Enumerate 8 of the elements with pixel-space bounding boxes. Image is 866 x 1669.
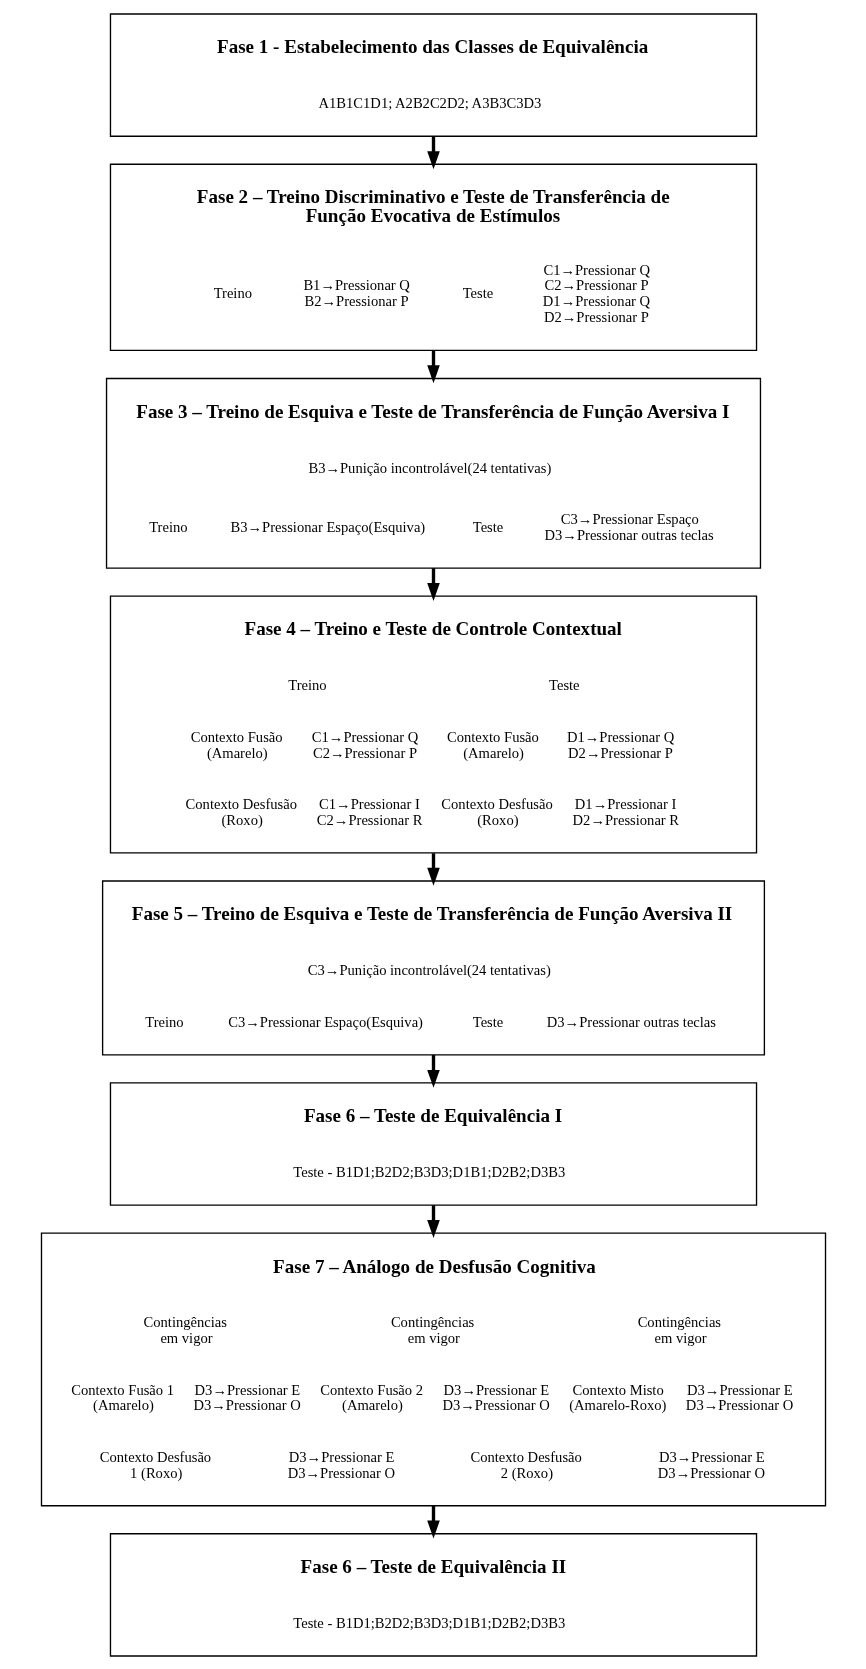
node-box: Fase 2 – Treino Discriminativo e Teste de Transferência de Função Evocativa de Estímulos Treino B1→Pressionar Q B2→Pressionar P Teste C1→Pressionar Q C2→Pressionar P D1→Pressionar Q D2→Pressionar P bbox=[109, 163, 757, 351]
node-box: Fase 7 – Análogo de Desfusão Cognitiva Contingências em vigor Contingências em vigor Contingências em vigor Contexto Fusão 1 (Amarelo) D3→Pressionar E D3→Pressionar O Contexto Fusão 2 (Amarelo) D3→Pressionar E D3→Pressionar O Contexto Misto (Amarelo-Roxo) D3→Pressionar E D3→Pressionar O Contexto Desfusão 1 (Roxo) D3→Pressionar E D3→Pressionar O Contexto Desfusão 2 (Roxo) D3→Pressionar E D3→Pressionar O bbox=[40, 1232, 826, 1506]
node-box: Fase 6 – Teste de Equivalência II Teste - B1D1;B2D2;B3D3;D1B1;D2B2;D3B3 bbox=[109, 1532, 757, 1657]
node-box: Fase 6 – Teste de Equivalência I Teste - B1D1;B2D2;B3D3;D1B1;D2B2;D3B3 bbox=[109, 1081, 757, 1206]
node-box: Fase 3 – Treino de Esquiva e Teste de Transferência de Função Aversiva I B3→Punição incontrolável(24 tentativas) Treino B3→Pressionar Espaço(Esquiva) Teste C3→Pressionar Espaço D3→Pressionar outras teclas bbox=[105, 377, 761, 569]
node-box: Fase 1 - Estabelecimento das Classes de Equivalência A1B1C1D1; A2B2C2D2; A3B3C3D3 bbox=[109, 12, 757, 137]
node-box: Fase 5 – Treino de Esquiva e Teste de Transferência de Função Aversiva II C3→Punição incontrolável(24 tentativas) Treino C3→Pressionar Espaço(Esquiva) Teste D3→Pressionar outras teclas bbox=[101, 879, 765, 1055]
node-box: Fase 4 – Treino e Teste de Controle Contextual Treino Teste Contexto Fusão (Amarelo) C1→Pressionar Q C2→Pressionar P Contexto Fusão (Amarelo) D1→Pressionar Q D2→Pressionar P Contexto Desfusão (Roxo) C1→Pressionar I C2→Pressionar R Contexto Desfusão (Roxo) D1→Pressionar I D2→Pressionar R bbox=[109, 594, 757, 854]
